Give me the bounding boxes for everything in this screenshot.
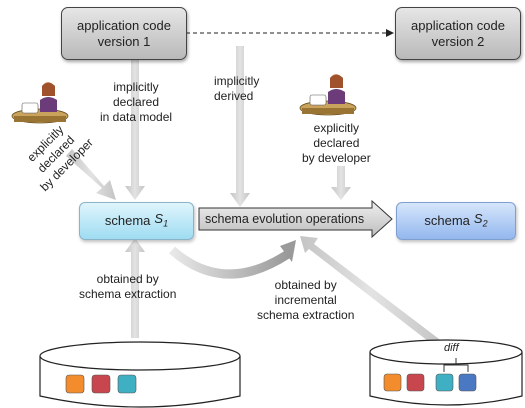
app-code-v1-line1: application code [77, 17, 171, 33]
arrow-explicit-right [331, 166, 351, 200]
database-left-items [65, 374, 137, 394]
arrow-schema-extraction [125, 238, 145, 338]
developer-icon-left [11, 82, 69, 124]
schema-s1-box: schema S1 [79, 202, 194, 240]
evolution-ops-label: schema evolution operations [205, 212, 365, 226]
app-code-v2-line1: application code [411, 17, 505, 33]
schema-s2-symbol: S2 [473, 210, 488, 229]
database-right-items [383, 373, 477, 392]
developer-icon-right [299, 74, 357, 116]
diff-label: diff [444, 342, 459, 354]
schema-s1-symbol: S1 [154, 210, 169, 229]
diff-bracket [443, 358, 469, 372]
app-code-v1-box: application code version 1 [61, 7, 187, 60]
obtained-extraction-label: obtained by schema extraction [79, 272, 177, 301]
explicit-declared-right-label: explicitly declared by developer [302, 121, 371, 165]
database-left [39, 341, 241, 408]
arrow-implicit-declared [125, 60, 145, 200]
version-dashed-arrow [186, 29, 394, 37]
arrow-incremental-extraction [300, 236, 443, 348]
evolution-ops-arrow [198, 199, 393, 239]
curved-arrow [169, 240, 296, 279]
app-code-v2-line2: version 2 [431, 33, 485, 49]
schema-s2-box: schema S2 [396, 202, 516, 240]
arrow-explicit-left [66, 149, 116, 200]
schema-s1-word: schema [104, 213, 151, 228]
app-code-v1-line2: version 1 [97, 33, 151, 49]
arrow-implicit-derived [230, 46, 250, 207]
obtained-incremental-label: obtained by incremental schema extractio… [257, 278, 355, 322]
app-code-v2-box: application code version 2 [395, 7, 521, 60]
implicit-declared-label: implicitly declared in data model [100, 80, 173, 124]
implicit-derived-label: implicitly derived [214, 74, 260, 103]
schema-s2-word: schema [424, 213, 470, 228]
